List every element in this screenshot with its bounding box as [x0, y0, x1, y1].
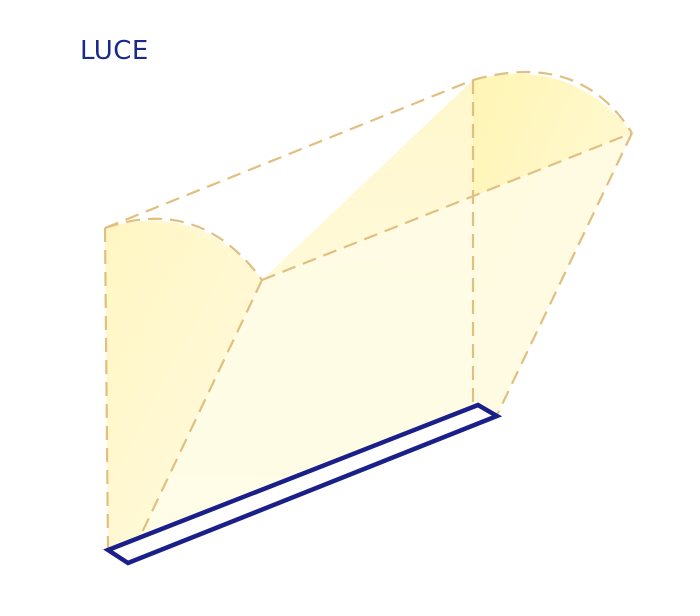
top-back-edge — [104, 78, 474, 230]
opening-outline — [103, 402, 503, 566]
left-arc-edge — [104, 217, 263, 281]
dashed-edges — [103, 70, 633, 563]
left-end-face — [105, 220, 262, 563]
left-slant-edge — [127, 279, 263, 563]
right-arc-edge — [472, 70, 633, 134]
right-slant-edge — [496, 132, 633, 416]
front-face — [128, 133, 632, 562]
left-vertical-edge — [103, 227, 110, 549]
luce-label: LUCE — [80, 36, 149, 66]
top-front-edge — [261, 131, 633, 282]
